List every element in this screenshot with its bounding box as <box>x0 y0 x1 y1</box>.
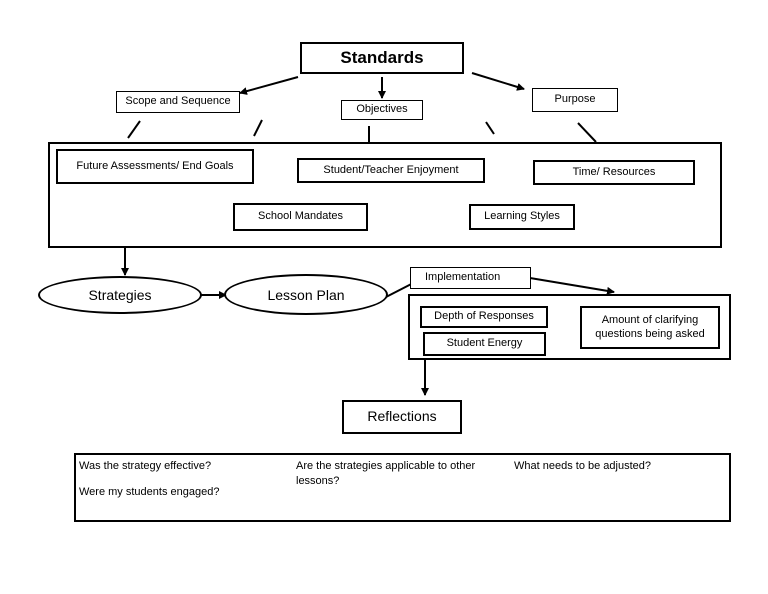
objectives-box: Objectives <box>341 100 423 120</box>
arrow-implementation-indicators <box>529 277 615 295</box>
question-applicable-line1: Are the strategies applicable to other <box>296 460 476 472</box>
time-resources-box: Time/ Resources <box>533 160 695 185</box>
clarifying-line2: questions being asked <box>595 327 705 340</box>
strategies-ellipse: Strategies <box>38 276 202 314</box>
school-mandates-box: School Mandates <box>233 203 368 231</box>
implementation-box: Implementation <box>410 267 531 289</box>
reflections-box: Reflections <box>342 400 462 434</box>
student-energy-box: Student Energy <box>423 332 546 356</box>
arrow-standards-purpose <box>471 72 525 91</box>
question-needs-adjusted: What needs to be adjusted? <box>514 460 651 472</box>
learning-styles-box: Learning Styles <box>469 204 575 230</box>
lesson-plan-ellipse: Lesson Plan <box>224 274 388 315</box>
purpose-box: Purpose <box>532 88 618 112</box>
reflection-questions-container <box>74 453 731 522</box>
question-strategy-effective: Was the strategy effective? <box>79 460 212 472</box>
line-objectives-right <box>485 121 495 135</box>
scope-and-sequence-box: Scope and Sequence <box>116 91 240 113</box>
arrow-standards-scope <box>239 76 299 95</box>
line-purpose <box>577 122 597 143</box>
clarifying-questions-box: Amount of clarifying questions being ask… <box>580 306 720 349</box>
question-strategies-applicable: Are the strategies applicable to other l… <box>296 459 475 490</box>
line-scope-right <box>253 119 263 137</box>
question-applicable-line2: lessons? <box>296 475 340 488</box>
question-students-engaged: Were my students engaged? <box>79 486 220 498</box>
clarifying-line1: Amount of clarifying <box>601 313 699 326</box>
enjoyment-box: Student/Teacher Enjoyment <box>297 158 485 183</box>
depth-of-responses-box: Depth of Responses <box>420 306 548 328</box>
standards-box: Standards <box>300 42 464 74</box>
line-scope-left <box>127 120 141 139</box>
future-assessments-box: Future Assessments/ End Goals <box>56 149 254 184</box>
